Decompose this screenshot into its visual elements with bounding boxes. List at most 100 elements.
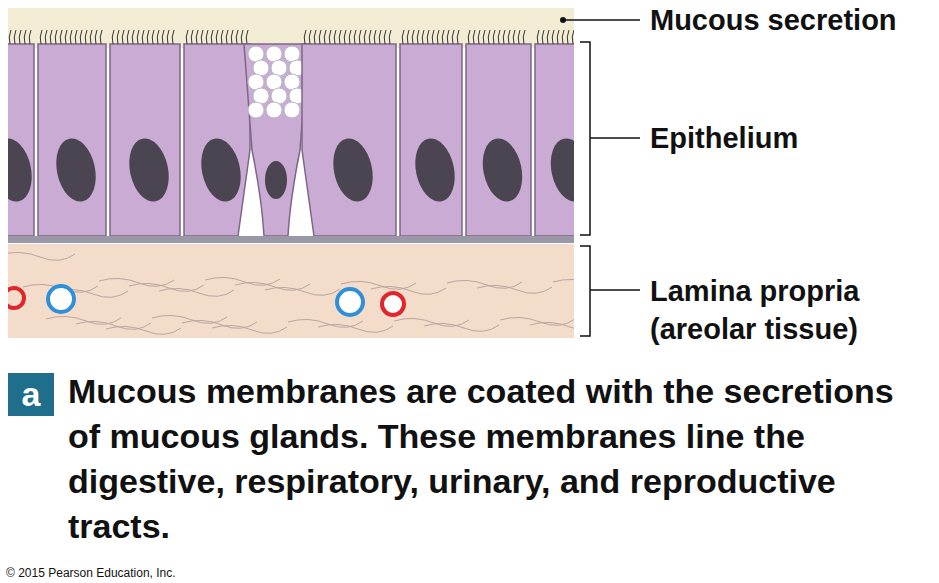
cilium [206,30,208,44]
basement-membrane [8,236,574,243]
cilium [196,30,198,44]
cilium [379,30,381,44]
cilium [483,30,485,44]
columnar-cell [184,44,250,236]
cilium [369,30,371,44]
cilium [95,30,97,44]
nucleus [328,135,378,206]
cilium [552,30,554,44]
cilium [542,30,544,44]
cilium [216,30,218,44]
mucus-layer [8,8,574,48]
figure-caption: Mucous membranes are coated with the sec… [68,369,930,549]
cilium [14,30,16,44]
columnar-cell [466,44,531,236]
cilium [191,30,193,44]
cilium [309,30,311,44]
cilium [9,30,11,44]
cilium [137,30,139,44]
collagen-fiber [8,252,75,260]
structure-label: Epithelium [650,122,798,155]
columnar-cell [535,44,574,236]
mucin-granule [248,102,264,118]
cilium [231,30,233,44]
cilium [45,30,47,44]
collagen-fiber [553,279,574,287]
cilium [241,30,243,44]
cilium [473,30,475,44]
cilium [314,30,316,44]
cilium [518,30,520,44]
cilium [537,30,539,44]
cilium [488,30,490,44]
columnar-cell [38,44,106,236]
cilium [567,30,569,44]
cilium [211,30,213,44]
cilium [201,30,203,44]
cilium [24,30,26,44]
mucin-granule [284,102,300,118]
columnar-cell [400,44,462,236]
cilium [547,30,549,44]
cilium [523,30,525,44]
cilium [70,30,72,44]
cilium [407,30,409,44]
cilium [572,30,574,44]
panel-letter: a [22,375,41,414]
structure-label: Lamina propria (areolar tissue) [650,272,930,348]
cilium [167,30,169,44]
cilium [122,30,124,44]
collagen-fiber [205,277,280,285]
columnar-cell [302,44,396,236]
cilium [468,30,470,44]
cilium [112,30,114,44]
nucleus [410,135,460,206]
cilium [55,30,57,44]
cilium [152,30,154,44]
cilium [437,30,439,44]
nucleus [477,135,527,206]
cilium [85,30,87,44]
collagen-fiber [152,315,227,323]
cilium [80,30,82,44]
nucleus [196,135,246,206]
cilium [402,30,404,44]
cilium [513,30,515,44]
panel-badge: a [8,373,54,416]
cilium [329,30,331,44]
cilium [389,30,391,44]
cilium [324,30,326,44]
collagen-fiber [99,278,174,286]
cilium [236,30,238,44]
cilium [412,30,414,44]
cilium [432,30,434,44]
columnar-cell [110,44,180,236]
cilium [562,30,564,44]
cilium [359,30,361,44]
nucleus [265,161,287,199]
lamina-propria [8,244,574,338]
cilium [384,30,386,44]
cilium [172,30,174,44]
cilium [221,30,223,44]
cilium [493,30,495,44]
cilium [147,30,149,44]
cilium [354,30,356,44]
cilium [508,30,510,44]
collagen-fiber [46,316,121,324]
cilium [100,30,102,44]
collagen-fiber [288,319,363,327]
nucleus [545,135,574,206]
mucin-granule [266,102,282,118]
cilium [339,30,341,44]
cilium [478,30,480,44]
cilium [447,30,449,44]
cilium [226,30,228,44]
cilium [417,30,419,44]
collagen-fiber [447,280,522,288]
cilium [503,30,505,44]
cilium [246,30,248,44]
cilium [186,30,188,44]
cilium [452,30,454,44]
copyright-note: © 2015 Pearson Education, Inc. [6,566,176,580]
